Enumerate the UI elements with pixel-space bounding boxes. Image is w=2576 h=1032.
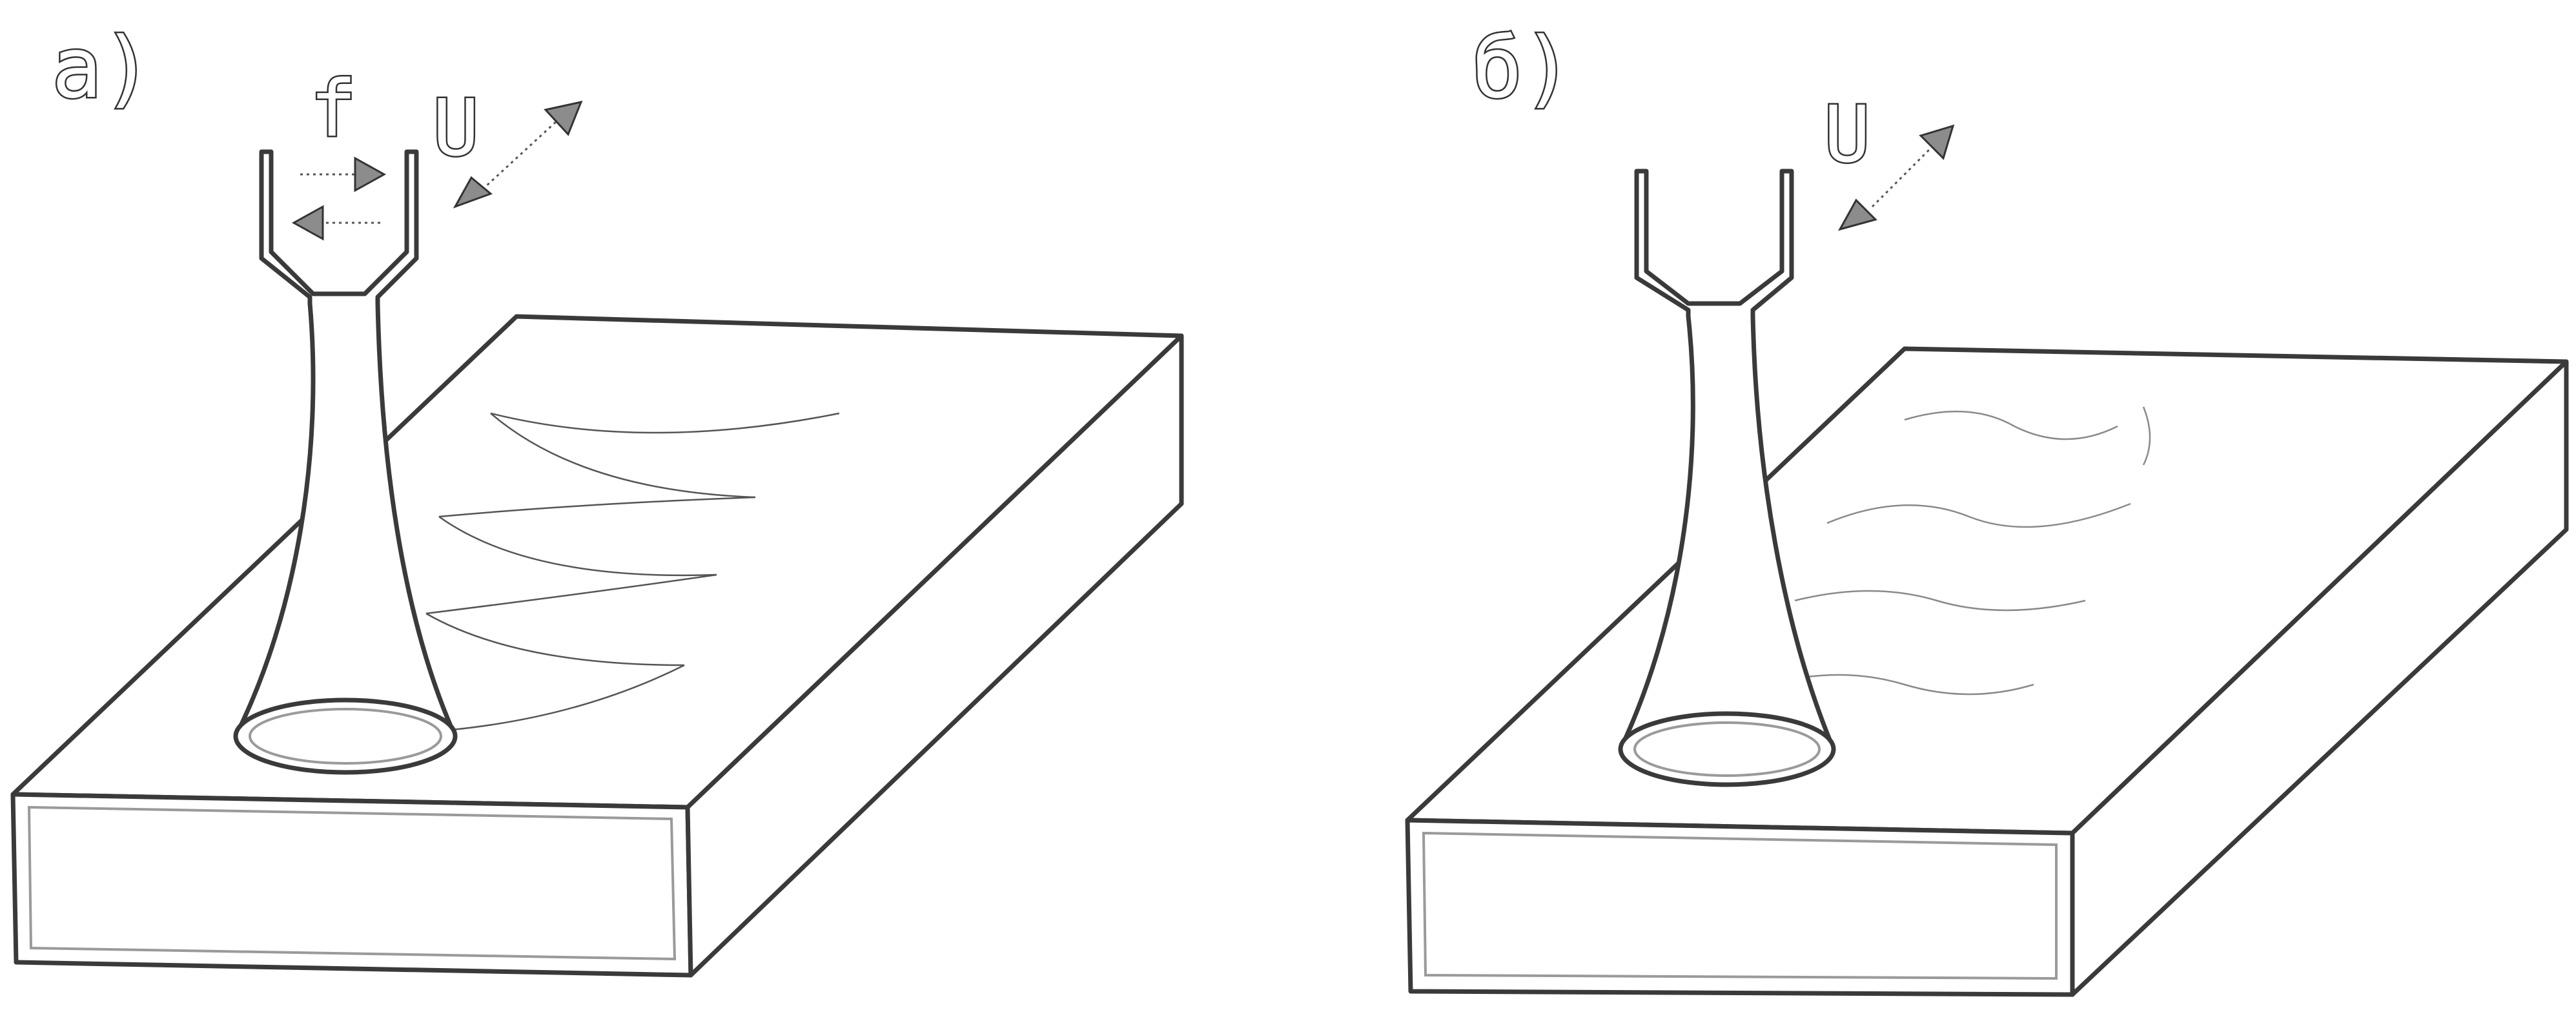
f-arrows [291, 156, 387, 241]
flow-line-a-5 [425, 573, 717, 615]
flow-line-a-4 [438, 515, 717, 577]
u-arrow-b-down-icon [1837, 198, 1877, 231]
flow-line-a-2 [490, 413, 756, 499]
slab-a-front-inner [27, 805, 677, 961]
flow-line-b-2 [1826, 502, 2131, 528]
flow-line-b-1 [1904, 410, 2118, 440]
panel-b: б) U [1405, 17, 2569, 997]
f-arrow-left-icon [291, 205, 324, 241]
tool-a [233, 149, 458, 775]
flow-line-a-1 [490, 412, 840, 434]
slab-b [1405, 346, 2569, 997]
tool-b [1618, 169, 1836, 787]
symbol-u-a: U [433, 84, 479, 174]
slab-b-side [2070, 359, 2569, 997]
tool-a-tip-inner [249, 708, 442, 765]
slab-b-front [1405, 818, 2075, 997]
symbol-f: f [310, 65, 356, 154]
flow-line-b-3 [1794, 590, 2086, 612]
tool-b-body [1618, 169, 1836, 752]
panel-a: а) f U [10, 17, 1184, 978]
u-arrow-a-shaft [476, 118, 560, 195]
symbol-u-b: U [1824, 90, 1870, 180]
surface-flow-b [1768, 406, 2151, 696]
flow-line-a-3 [438, 496, 756, 518]
u-arrow-a-down-icon [453, 176, 493, 209]
panel-label-b: б) [1472, 19, 1573, 117]
slab-b-front-inner [1422, 831, 2058, 980]
slab-a [10, 314, 1184, 978]
u-arrow-b [1837, 124, 1955, 231]
flow-line-a-6 [425, 612, 685, 666]
u-arrow-b-shaft [1871, 144, 1935, 208]
u-arrow-a [453, 100, 583, 209]
u-arrow-b-up-icon [1919, 124, 1955, 160]
surface-flow-a [425, 412, 840, 731]
tool-b-tip-inner [1633, 721, 1821, 777]
slab-a-side [685, 333, 1184, 978]
flow-line-a-7 [451, 664, 685, 731]
slab-a-front [10, 792, 693, 978]
tool-a-tip [233, 697, 458, 775]
flow-line-b-4 [1768, 674, 2034, 696]
panel-label-a: а) [52, 19, 153, 117]
u-arrow-a-up-icon [544, 100, 583, 136]
tool-a-body [233, 149, 458, 739]
f-arrow-right-icon [354, 156, 387, 192]
tool-b-tip [1618, 711, 1836, 787]
flow-line-b-5 [2142, 406, 2151, 466]
